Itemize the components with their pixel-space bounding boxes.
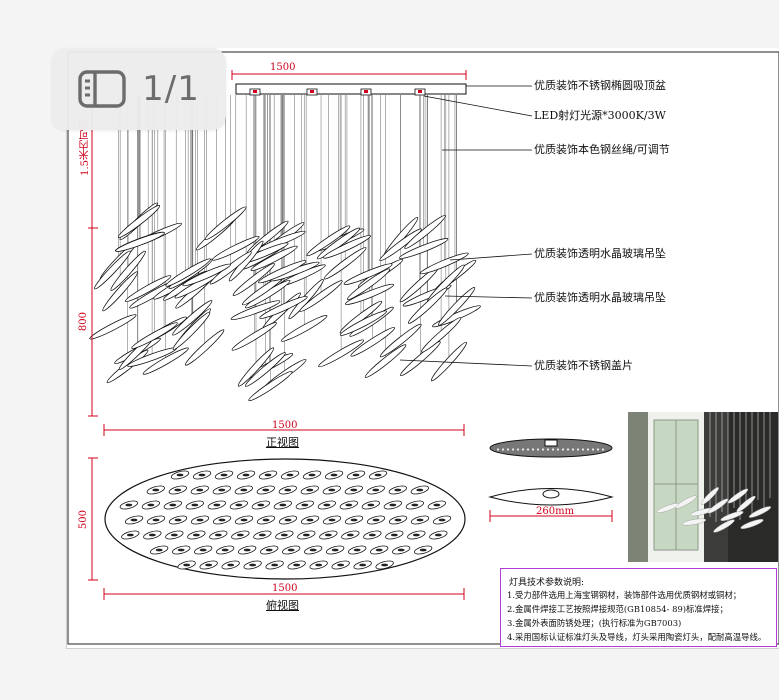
spec-line-1: 1.受力部件选用上海宝钢钢材，装饰部件选用优质钢材或铜材； bbox=[507, 590, 742, 600]
crystal-pendant bbox=[430, 341, 467, 382]
crystal-pendant bbox=[346, 268, 391, 301]
crystal-pendant bbox=[117, 205, 161, 238]
crystal-pendant bbox=[323, 247, 367, 280]
crystal-pendant bbox=[259, 295, 308, 319]
page-indicator[interactable]: 1/1 bbox=[52, 48, 226, 130]
page-count-label: 1/1 bbox=[142, 69, 200, 109]
crystal-pendant bbox=[230, 300, 281, 320]
crystal-pendant bbox=[379, 323, 422, 358]
spec-title: 灯具技术参数说明: bbox=[509, 578, 585, 588]
crystal-pendant bbox=[408, 287, 448, 324]
front-view-title: 正视图 bbox=[266, 436, 299, 449]
crystal-pendant bbox=[322, 235, 371, 259]
product-photo bbox=[628, 412, 778, 562]
crystal-pendant bbox=[115, 231, 165, 252]
crystal-pendant bbox=[231, 322, 277, 351]
crystal-pendant bbox=[102, 271, 138, 312]
sidebar-panel-icon bbox=[78, 70, 126, 108]
crystal-pendant bbox=[94, 250, 131, 290]
crystal-pendant bbox=[399, 238, 449, 259]
crystal-pendant bbox=[131, 322, 178, 349]
crystal-pendant bbox=[404, 215, 446, 249]
crystal-pendant bbox=[350, 327, 396, 357]
crystal-pendant bbox=[184, 329, 225, 366]
crystal-pendant bbox=[318, 339, 364, 368]
detail-width-label: 260mm bbox=[536, 506, 575, 517]
crystal-pendant bbox=[172, 300, 213, 336]
crystal-pendant bbox=[339, 310, 387, 336]
crystal-pendant bbox=[232, 263, 275, 296]
crystal-pendant bbox=[110, 250, 146, 291]
callout-cover-plate: 优质装饰不锈钢盖片 bbox=[534, 359, 633, 372]
spec-line-4: 4.采用国标认证标准灯头及导线，灯头采用陶瓷灯头，配耐高温导线。 bbox=[507, 632, 767, 642]
crystal-pendant bbox=[258, 260, 307, 284]
crystal-pendant bbox=[245, 352, 286, 387]
callout-ceiling-plate: 优质装饰不锈钢椭圆吸顶盆 bbox=[534, 79, 666, 92]
top-depth-label: 500 bbox=[78, 510, 89, 530]
crystal-pendant bbox=[125, 275, 172, 302]
detail-plate-top bbox=[489, 438, 613, 458]
callout-steel-wire: 优质装饰本色钢丝绳/可调节 bbox=[534, 143, 670, 156]
crystal-pendant bbox=[419, 252, 469, 275]
top-view-title: 俯视图 bbox=[266, 599, 299, 612]
crystal-pendant bbox=[182, 263, 231, 287]
crystal-pendant bbox=[172, 311, 211, 350]
spec-line-3: 3.金属外表面防锈处理；(执行标准为GB7003) bbox=[507, 618, 682, 628]
crystal-pendant bbox=[306, 225, 351, 257]
crystal-pendant bbox=[343, 263, 393, 285]
crystal-pendant bbox=[250, 245, 298, 271]
body-height-label: 800 bbox=[78, 312, 89, 332]
crystal-pendant bbox=[212, 235, 260, 261]
crystal-pendant bbox=[281, 314, 328, 342]
ceiling-plate bbox=[235, 83, 467, 95]
crystal-pendant bbox=[248, 370, 293, 402]
crystal-pendant bbox=[142, 347, 189, 375]
crystal-pendant bbox=[89, 314, 137, 340]
callout-crystal-pendant-2: 优质装饰透明水晶玻璃吊坠 bbox=[534, 291, 666, 304]
led-spotlight bbox=[360, 88, 372, 96]
crystal-pendant bbox=[421, 317, 462, 353]
crystal-pendant bbox=[379, 228, 422, 262]
callout-crystal-pendant-1: 优质装饰透明水晶玻璃吊坠 bbox=[534, 247, 666, 260]
crystal-pendant bbox=[299, 280, 343, 312]
led-spotlight bbox=[306, 88, 318, 96]
crystal-pendant bbox=[165, 258, 211, 287]
led-spotlight bbox=[414, 88, 426, 96]
led-spotlight bbox=[249, 88, 261, 96]
crystal-pendant bbox=[204, 206, 247, 240]
spec-line-2: 2.金属件焊接工艺按照焊接规范(GB10854- 89)标准焊接； bbox=[507, 604, 728, 614]
top-width-label: 1500 bbox=[272, 583, 298, 594]
crystal-pendant bbox=[364, 344, 407, 378]
callout-led-source: LED射灯光源*3000K/3W bbox=[534, 109, 666, 122]
front-width-bottom-label: 1500 bbox=[272, 420, 298, 431]
crystal-pendant bbox=[344, 283, 395, 305]
spec-notes-box: 灯具技术参数说明: 1.受力部件选用上海宝钢钢材，装饰部件选用优质钢材或铜材； … bbox=[500, 568, 777, 647]
crystal-pendant bbox=[237, 347, 275, 387]
front-width-top-label: 1500 bbox=[270, 62, 296, 73]
